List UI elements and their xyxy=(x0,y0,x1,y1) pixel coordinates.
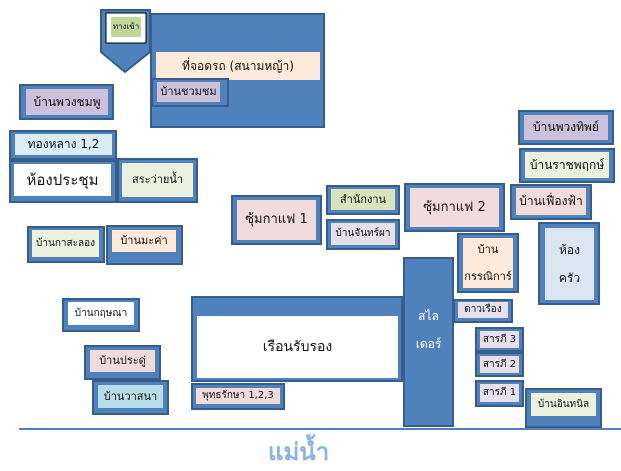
phuttharaksa-label: พุทธรักษา 1,2,3 xyxy=(202,390,274,401)
office-label: สำนักงาน xyxy=(339,192,387,206)
ban-puangthip-label-box: บ้านพวงทิพย์ xyxy=(524,115,608,140)
reception-house-label: เรือนรับรอง xyxy=(262,338,333,355)
ban-kasalong-label: บ้านกาสะลอง xyxy=(36,237,95,249)
slider-label-box: สไลเดอร์ xyxy=(405,300,452,360)
saraphi-2-label-box: สารภี 2 xyxy=(480,356,519,373)
ban-wasana-label-box: บ้านวาสนา xyxy=(98,385,163,408)
coffee-hut-2-label: ซุ้มกาแฟ 2 xyxy=(423,199,486,215)
saraphi-3-label-box: สารภี 3 xyxy=(480,331,519,348)
coffee-hut-1-label-box: ซุ้มกาแฟ 1 xyxy=(237,200,316,240)
ban-kritsana-label: บ้านกฤษณา xyxy=(74,307,128,319)
ban-feuangfa-label: บ้านเฟื่องฟ้า xyxy=(519,194,583,209)
slider-label: เดอร์ xyxy=(415,337,442,351)
coffee-hut-1-label: ซุ้มกาแฟ 1 xyxy=(245,212,308,228)
ban-inthanin-label-box: บ้านอินทนิล xyxy=(531,393,596,416)
slider-label: สไล xyxy=(418,308,439,323)
meeting-room-label: ห้องประชุม xyxy=(26,171,99,189)
ban-puangthip-label: บ้านพวงทิพย์ xyxy=(533,120,599,135)
river-line xyxy=(19,428,621,430)
ban-feuangfa-label-box: บ้านเฟื่องฟ้า xyxy=(516,188,586,215)
ban-ratchaphruek-label: บ้านราชพฤกษ์ xyxy=(529,157,605,172)
ban-pradu-label-box: บ้านประดู่ xyxy=(90,350,155,372)
ban-kannika-label: กรรณิการ์ xyxy=(464,270,512,283)
ban-makha-label: บ้านมะค่า xyxy=(120,234,168,248)
ban-chanpha-label: บ้านจันทร์ผา xyxy=(335,228,391,239)
ban-kannika-label: บ้าน xyxy=(477,242,499,256)
saraphi-2-label: สารภี 2 xyxy=(482,358,517,370)
saraphi-3-label: สารภี 3 xyxy=(482,333,517,345)
ban-chanpha-label-box: บ้านจันทร์ผา xyxy=(331,223,395,245)
reception-house-label-box: เรือนรับรอง xyxy=(197,316,398,378)
ban-ratchaphruek-label-box: บ้านราชพฤกษ์ xyxy=(525,152,609,178)
phuttharaksa-label-box: พุทธรักษา 1,2,3 xyxy=(196,388,280,404)
ban-puangchompoo-label-box: บ้านพวงชมพู xyxy=(26,89,108,115)
entrance-label: ทางเข้า xyxy=(112,22,140,32)
kitchen-label-box: ห้องครัว xyxy=(545,228,594,300)
ban-puangchompoo-label: บ้านพวงชมพู xyxy=(33,94,101,109)
ban-wasana-label: บ้านวาสนา xyxy=(103,389,158,403)
thonglang-label: ทองหลาง 1,2 xyxy=(27,137,100,152)
meeting-room-label-box: ห้องประชุม xyxy=(14,164,111,196)
ban-inthanin-label: บ้านอินทนิล xyxy=(537,398,590,410)
ban-chuanchom-label-box: บ้านชวมชม xyxy=(157,82,220,102)
parking-area-label: ที่จอดรถ (สนามหญ้า) xyxy=(182,58,294,73)
swimming-pool-label-box: สระว่ายน้ำ xyxy=(122,163,193,197)
kitchen-label: ห้อง xyxy=(559,242,580,257)
ban-pradu-label: บ้านประดู่ xyxy=(99,354,146,368)
ban-makha-label-box: บ้านมะค่า xyxy=(112,230,176,252)
daoreuang-label-box: ดาวเรือง xyxy=(458,302,508,318)
saraphi-1-label-box: สารภี 1 xyxy=(480,384,519,402)
ban-kannika-label-box: บ้านกรรณิการ์ xyxy=(463,238,513,288)
slider-building xyxy=(403,257,454,427)
thonglang-label-box: ทองหลาง 1,2 xyxy=(15,134,112,155)
coffee-hut-2-label-box: ซุ้มกาแฟ 2 xyxy=(410,188,499,227)
ban-chuanchom-label: บ้านชวมชม xyxy=(160,85,217,99)
office-label-box: สำนักงาน xyxy=(331,189,395,210)
ban-kasalong-label-box: บ้านกาสะลอง xyxy=(32,230,99,257)
saraphi-1-label: สารภี 1 xyxy=(482,387,517,398)
swimming-pool-label: สระว่ายน้ำ xyxy=(131,173,184,187)
daoreuang-label: ดาวเรือง xyxy=(464,304,502,315)
river-label: แม่น้ำ xyxy=(268,438,330,466)
ban-kritsana-label-box: บ้านกฤษณา xyxy=(68,302,134,325)
kitchen-label: ครัว xyxy=(558,271,581,285)
parking-area-label-box: ที่จอดรถ (สนามหญ้า) xyxy=(156,52,320,80)
